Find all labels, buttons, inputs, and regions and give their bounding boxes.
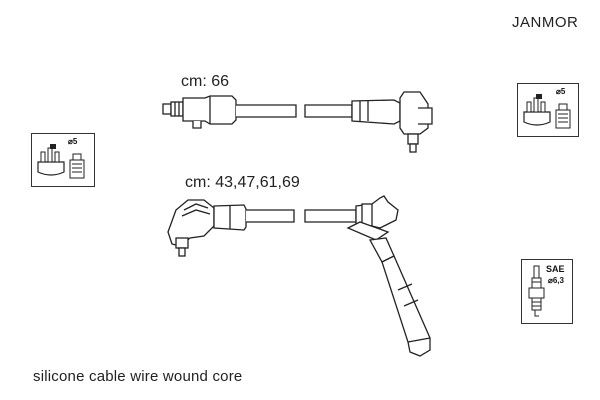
brand-label: JANMOR <box>512 14 579 31</box>
short-ignition-wire <box>162 91 433 153</box>
distributor-cap-box-left: ⌀5 <box>31 133 95 187</box>
long-ignition-wire <box>167 195 431 357</box>
distributor-cap-box-right: ⌀5 <box>517 83 579 137</box>
spark-plug-standard-label: SAE <box>546 264 565 274</box>
footer-caption: silicone cable wire wound core <box>33 368 243 385</box>
spark-plug-diameter-label: ⌀6,3 <box>548 276 564 285</box>
spark-plug-box: SAE ⌀6,3 <box>521 259 573 324</box>
wire-long-length-label: cm: 43,47,61,69 <box>185 174 300 191</box>
distributor-left-diameter-label: ⌀5 <box>68 137 78 146</box>
distributor-cap-icon <box>523 94 571 129</box>
distributor-cap-icon <box>37 144 85 179</box>
wire-short-length-label: cm: 66 <box>181 73 230 90</box>
distributor-right-diameter-label: ⌀5 <box>556 87 566 96</box>
spark-plug-icon <box>528 265 545 317</box>
